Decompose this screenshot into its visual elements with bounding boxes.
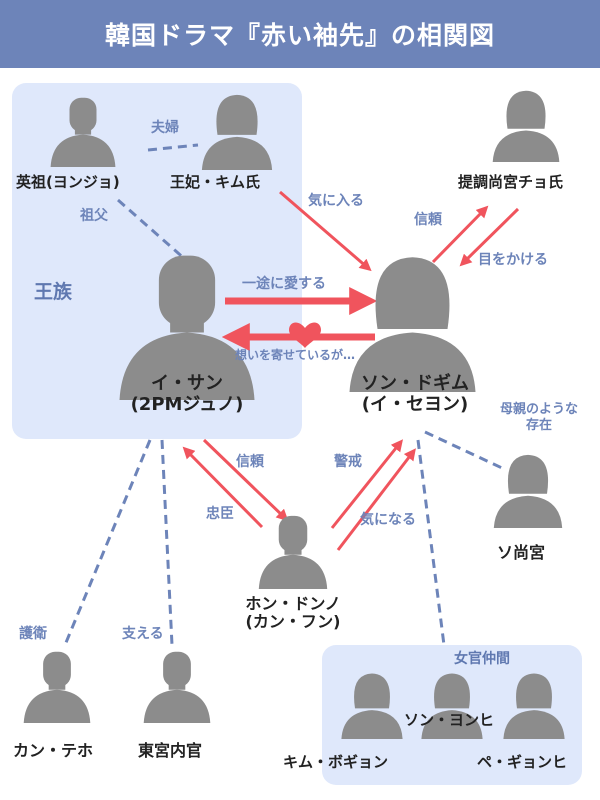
gyeonghui-name: ペ・ギョンヒ [477, 753, 568, 771]
isan-name: イ・サン (2PMジュノ) [92, 373, 282, 415]
loyal-arrow [202, 438, 289, 522]
page-title: 韓国ドラマ『赤い袖先』の相関図 [104, 21, 495, 50]
spouse-label: 夫婦 [151, 120, 179, 136]
so-sanggung-avatar [493, 454, 563, 528]
bokyeon-avatar [341, 673, 403, 739]
eunuch-name: 東宮内官 [138, 741, 203, 760]
favored-label: 気に入る [308, 193, 364, 209]
curious-arrow [336, 448, 416, 551]
grandfather-label: 祖父 [80, 208, 108, 224]
curious-label: 気になる [360, 512, 416, 528]
favored-arrow [279, 190, 372, 272]
watch-over-arrow [459, 207, 520, 267]
jeho-avatar [492, 90, 560, 162]
mother-label-line2: 存在 [525, 417, 552, 433]
bokyeon-name: キム・ボギョン [283, 753, 389, 771]
deokim-name: ソン・ドギム (イ・セヨン) [330, 373, 500, 415]
support-line [160, 439, 174, 646]
heart-icon [289, 322, 321, 348]
trust-hong-label: 信頼 [236, 454, 264, 470]
love-label: 一途に愛する [242, 276, 326, 292]
guard-label: 護衛 [19, 626, 47, 642]
so-sanggung-name: ソ尚宮 [497, 543, 546, 562]
isan-role: イ・サン [151, 373, 223, 394]
yeongjo-avatar [50, 97, 116, 167]
queen-name: 王妃・キム氏 [170, 173, 261, 191]
deokim-avatar [349, 257, 476, 392]
hong-actor: (カン・フン) [245, 612, 341, 632]
court-ladies-line [416, 439, 446, 646]
longing-label: 想いを寄せているが… [235, 348, 356, 362]
eunuch-avatar [143, 651, 211, 723]
deokim-actor: (イ・セヨン) [361, 393, 469, 415]
kang-name: カン・テホ [13, 741, 94, 760]
court-ladies-label: 女官仲間 [454, 651, 510, 667]
trust-chief-arrow [431, 205, 489, 264]
grandfather-line [117, 198, 196, 270]
mother-line [424, 430, 503, 470]
wary-label: 警戒 [334, 454, 362, 470]
loyal-label: 忠臣 [206, 506, 234, 522]
trust-hong-arrow [182, 446, 264, 529]
yeongjo-name: 英祖(ヨンジョ) [16, 173, 120, 191]
isan-actor: (2PMジュノ) [130, 393, 244, 415]
title-banner: 韓国ドラマ『赤い袖先』の相関図 [0, 0, 600, 68]
spouse-line [147, 143, 199, 152]
support-label: 支える [122, 626, 164, 642]
mother-label-line1: 母親のような [499, 402, 578, 417]
deokim-role: ソン・ドギム [361, 373, 469, 394]
hong-role: ホン・ドンノ [245, 594, 341, 613]
mother-label: 母親のような 存在 [494, 402, 584, 433]
hong-name: ホン・ドンノ (カン・フン) [218, 594, 368, 632]
queen-avatar [201, 94, 273, 170]
jeho-name: 提調尚宮チョ氏 [458, 173, 564, 191]
watch-over-label: 目をかける [478, 252, 548, 268]
gyeonghui-avatar [503, 673, 565, 739]
kang-avatar [23, 651, 91, 723]
guard-line [63, 439, 152, 646]
trust-chief-label: 信頼 [414, 212, 442, 228]
hong-avatar [258, 515, 328, 589]
yeonghui-name: ソン・ヨンヒ [404, 711, 495, 729]
royal-group-label: 王族 [34, 281, 73, 303]
wary-arrow [330, 439, 403, 529]
